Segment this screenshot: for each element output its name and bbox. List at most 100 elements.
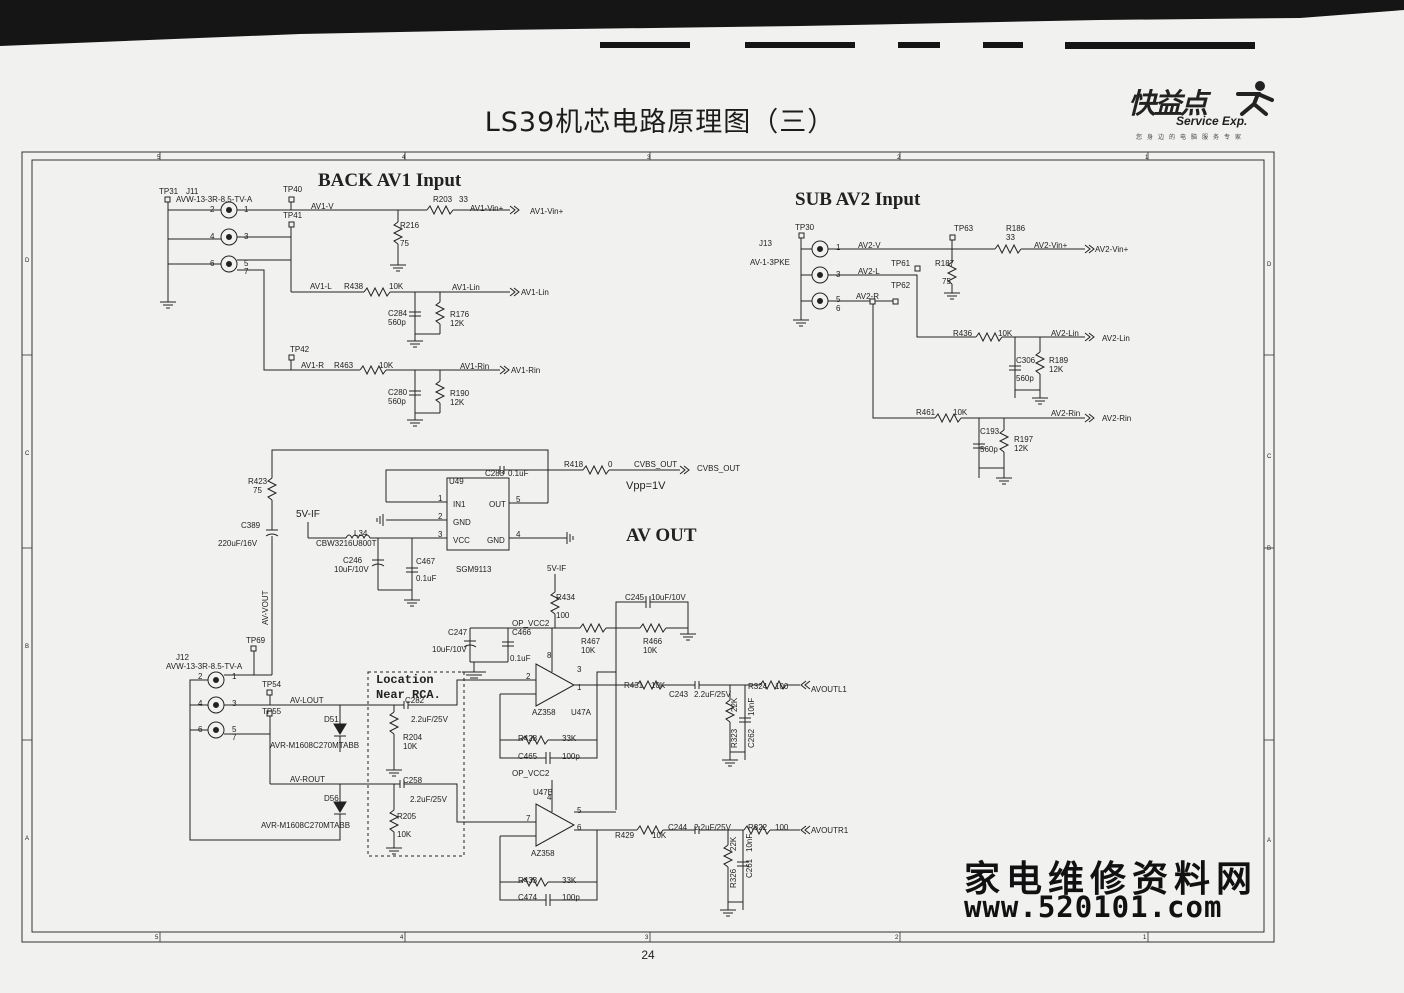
- u49-pin-num-4: 4: [516, 530, 521, 539]
- j13-pin-5: 5: [836, 295, 841, 304]
- d56-part: AVR-M1608C270MTABB: [261, 821, 350, 830]
- u49-label: U49: [449, 477, 464, 486]
- frame-left-row-b: B: [25, 644, 29, 650]
- l34-label: L34: [354, 529, 368, 538]
- u47b-pin-6: 6: [577, 823, 582, 832]
- c389-value: 220uF/16V: [218, 539, 258, 548]
- back-av1-circuit: [160, 196, 520, 427]
- u47a-pin-2: 2: [526, 672, 531, 681]
- u49-pin-num-1: 1: [438, 494, 443, 503]
- u47b-pin-4: 4: [547, 793, 552, 802]
- r461-label: R461: [916, 408, 936, 417]
- u47b-part: AZ358: [531, 849, 555, 858]
- j11-pin-4: 4: [210, 232, 215, 241]
- u47a-part: AZ358: [532, 708, 556, 717]
- c284-label: C284: [388, 309, 408, 318]
- r463-label: R463: [334, 361, 354, 370]
- r323-label: R323: [730, 728, 739, 748]
- location-near-rca-box: [367, 671, 465, 857]
- u49-pin-num-2: 2: [438, 512, 443, 521]
- c306-value: 560p: [1016, 374, 1034, 383]
- r423-label: R423: [248, 477, 268, 486]
- logo-sub-text: Service Exp.: [1176, 114, 1248, 128]
- r203-value: 33: [459, 195, 468, 204]
- location-note-line1: Location: [376, 673, 434, 687]
- av-out-connector: [189, 645, 528, 857]
- u49-pin-in1: IN1: [453, 500, 466, 509]
- av-out-audio-amp: [462, 574, 811, 917]
- j11-pin-5: 5: [244, 259, 249, 268]
- section-back-av1-title: BACK AV1 Input: [318, 170, 462, 191]
- tp30-label: TP30: [795, 223, 815, 232]
- section-av-out-title: AV OUT: [626, 525, 697, 546]
- av-rout-net: AV-ROUT: [290, 775, 325, 784]
- r324-value: 100: [775, 682, 789, 691]
- c306-label: C306: [1016, 356, 1036, 365]
- r461-value: 10K: [953, 408, 968, 417]
- av1-rin-port: AV1-Rin: [511, 366, 540, 375]
- frame-bottom-col-4: 4: [400, 935, 404, 941]
- r463-value: 10K: [379, 361, 394, 370]
- section-sub-av2-title: SUB AV2 Input: [795, 189, 921, 210]
- av1-lin-port: AV1-Lin: [521, 288, 549, 297]
- av-vout-net: AV-VOUT: [261, 590, 270, 625]
- d51-label: D51: [324, 715, 339, 724]
- av2-rin-port: AV2-Rin: [1102, 414, 1131, 423]
- tp31-label: TP31: [159, 187, 179, 196]
- c246-label: C246: [343, 556, 363, 565]
- r326-value: 22K: [729, 836, 738, 851]
- av-lout-net: AV-LOUT: [290, 696, 324, 705]
- r433-value: 33K: [562, 876, 577, 885]
- r323-value: 22K: [730, 697, 739, 712]
- location-note-line2: Near RCA.: [376, 688, 441, 702]
- c247-value: 10uF/10V: [432, 645, 467, 654]
- c282-label: C282: [405, 696, 425, 705]
- r326-label: R326: [729, 868, 738, 888]
- frame-left-row-c: C: [25, 451, 30, 457]
- watermark-title: 家电维修资料网: [964, 858, 1259, 900]
- r189-label: R189: [1049, 356, 1069, 365]
- u49-pin-vcc: VCC: [453, 536, 470, 545]
- c465-label: C465: [518, 752, 538, 761]
- av-out-video-buffer: [265, 449, 690, 675]
- tp55-label: TP55: [262, 707, 282, 716]
- av2-rin-net: AV2-Rin: [1051, 409, 1080, 418]
- c283-value: 0.1uF: [508, 469, 529, 478]
- frame-left-row-a: A: [25, 836, 29, 842]
- u49-pin-gnd2: GND: [487, 536, 505, 545]
- sub-av2-circuit: [793, 232, 1095, 485]
- j12-pin-5: 5: [232, 725, 237, 734]
- j11-pin-1: 1: [244, 205, 249, 214]
- j13-pin-1: 1: [836, 243, 841, 252]
- r431-value: 10K: [651, 681, 666, 690]
- frame-left-row-d: D: [25, 258, 30, 264]
- op-vcc2-net-b: OP_VCC2: [512, 769, 550, 778]
- c465-value: 100p: [562, 752, 580, 761]
- avoutl1-port: AVOUTL1: [811, 685, 847, 694]
- frame-bottom-col-5: 5: [155, 935, 159, 941]
- c193-label: C193: [980, 427, 1000, 436]
- r205-label: R205: [397, 812, 417, 821]
- c261-label: C261: [745, 858, 754, 878]
- c246-value: 10uF/10V: [334, 565, 369, 574]
- u49-pin-num-3: 3: [438, 530, 443, 539]
- u49-pin-num-5: 5: [516, 495, 521, 504]
- u47a-label: U47A: [571, 708, 592, 717]
- c283-label: C283: [485, 469, 505, 478]
- av1-lin-net: AV1-Lin: [452, 283, 480, 292]
- u47b-label: U47B: [533, 788, 553, 797]
- r434-label: R434: [556, 593, 576, 602]
- tp61-label: TP61: [891, 259, 911, 268]
- inner-frame: [31, 159, 1265, 933]
- j13-pin-3: 3: [836, 270, 841, 279]
- frame-top-col-4: 4: [402, 155, 406, 161]
- j11-label: J11: [186, 187, 199, 196]
- av1-r-net: AV1-R: [301, 361, 324, 370]
- frame-bottom-col-2: 2: [895, 935, 899, 941]
- frame-right-row-b: B: [1267, 546, 1271, 552]
- c262-label: C262: [747, 728, 756, 748]
- u47b-pin-7: 7: [526, 814, 531, 823]
- c284-value: 560p: [388, 318, 406, 327]
- r187-label: R187: [935, 259, 955, 268]
- av2-v-net: AV2-V: [858, 241, 881, 250]
